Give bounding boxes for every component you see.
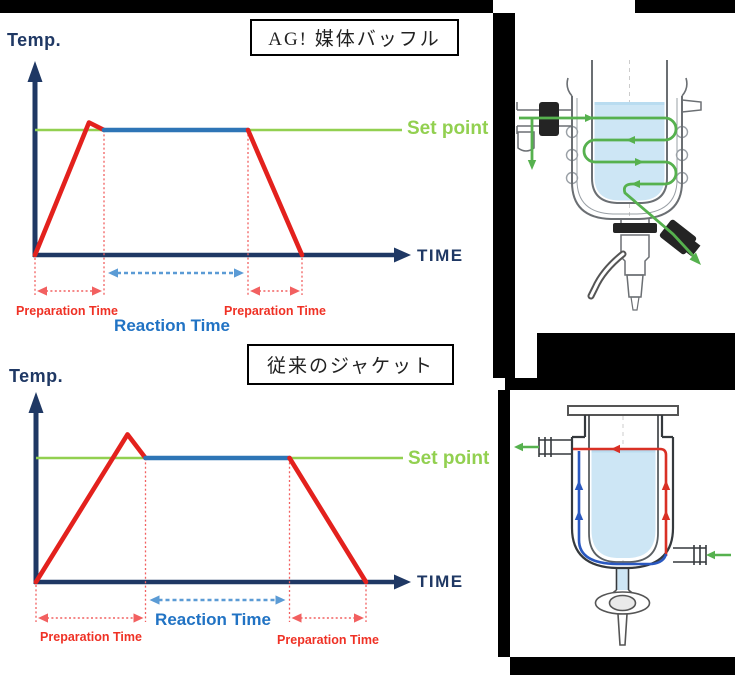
span-arrowhead-left bbox=[250, 286, 260, 296]
reactor-baffle-diagram bbox=[516, 60, 702, 311]
chart1-title-box: AG! 媒体バッフル bbox=[250, 19, 459, 56]
chart1-title: AG! 媒体バッフル bbox=[268, 29, 441, 50]
span-arrowhead-right bbox=[290, 286, 300, 296]
chart2-title: 従来のジャケット bbox=[266, 356, 435, 377]
black-band-between-panels-2 bbox=[505, 378, 735, 390]
series-heat-up bbox=[33, 432, 148, 585]
outlet-hose-fitting bbox=[659, 219, 697, 255]
span-arrowhead-left bbox=[38, 613, 48, 623]
series-cool-down bbox=[245, 127, 305, 258]
span-arrowhead-right bbox=[275, 595, 286, 605]
inlet-outlet-arrows bbox=[514, 442, 731, 560]
flow-arrowheads bbox=[527, 114, 701, 265]
x-axis-arrowhead bbox=[394, 247, 411, 263]
span-arrowhead-left bbox=[108, 268, 118, 278]
chart1-preparation-time-right: Preparation Time bbox=[224, 304, 326, 318]
series-cool-down bbox=[287, 455, 369, 585]
hot-flow-red bbox=[573, 447, 668, 556]
black-bar-top-left bbox=[0, 0, 493, 13]
chart2-preparation-time-left: Preparation Time bbox=[40, 630, 142, 644]
jacket-flow-paths bbox=[573, 447, 668, 566]
chart1-setpoint-label: Set point bbox=[407, 118, 489, 139]
y-axis-arrowhead bbox=[27, 61, 43, 82]
temp-time-chart-baffle bbox=[27, 61, 411, 296]
jacket-vessel-outline bbox=[538, 405, 707, 590]
chart2-setpoint-label: Set point bbox=[408, 448, 490, 469]
black-strip-left-of-top-panel bbox=[493, 13, 515, 378]
reactor-jacket-diagram bbox=[514, 405, 731, 646]
chart2-time-axis-label: TIME bbox=[417, 572, 464, 591]
chart1-time-axis-label: TIME bbox=[417, 246, 464, 265]
series-heat-up bbox=[32, 120, 107, 258]
temp-time-chart-jacket bbox=[28, 392, 411, 623]
vessel-liquid bbox=[594, 102, 665, 201]
black-strip-left-of-bottom-panel bbox=[498, 390, 510, 657]
return-flow-blue bbox=[577, 451, 668, 566]
chart2-axes bbox=[28, 392, 411, 590]
span-arrowhead-left bbox=[37, 286, 47, 296]
black-band-between-panels bbox=[537, 333, 735, 378]
chart1-preparation-time-left: Preparation Time bbox=[16, 304, 118, 318]
chart2-temp-axis-label: Temp. bbox=[9, 366, 64, 386]
span-arrowhead-right bbox=[354, 613, 364, 623]
drain-stopcock bbox=[594, 589, 651, 646]
chart1-plot bbox=[32, 120, 402, 296]
chart2-title-box: 従来のジャケット bbox=[247, 344, 454, 385]
jacket-flow-arrowheads bbox=[574, 444, 671, 520]
black-bar-top-right bbox=[635, 0, 735, 13]
bottom-clamp bbox=[613, 223, 657, 233]
vessel-liquid bbox=[591, 450, 656, 590]
span-arrowhead-right bbox=[133, 613, 144, 623]
span-arrowhead-right bbox=[234, 268, 244, 278]
span-arrowhead-left bbox=[291, 613, 302, 623]
media-baffle-flow-path bbox=[519, 114, 701, 265]
span-arrowhead-right bbox=[92, 286, 102, 296]
chart1-reaction-time: Reaction Time bbox=[114, 316, 230, 335]
chart2-plot bbox=[33, 432, 403, 623]
span-arrowhead-left bbox=[149, 595, 160, 605]
y-axis-arrowhead bbox=[28, 392, 44, 413]
chart1-axes bbox=[27, 61, 411, 263]
chart1-temp-axis-label: Temp. bbox=[7, 30, 62, 50]
x-axis-arrowhead bbox=[394, 574, 411, 590]
black-bar-bottom bbox=[510, 657, 735, 675]
chart2-reaction-time: Reaction Time bbox=[155, 610, 271, 629]
chart2-preparation-time-right: Preparation Time bbox=[277, 633, 379, 647]
bottom-spout-inner bbox=[589, 252, 625, 298]
